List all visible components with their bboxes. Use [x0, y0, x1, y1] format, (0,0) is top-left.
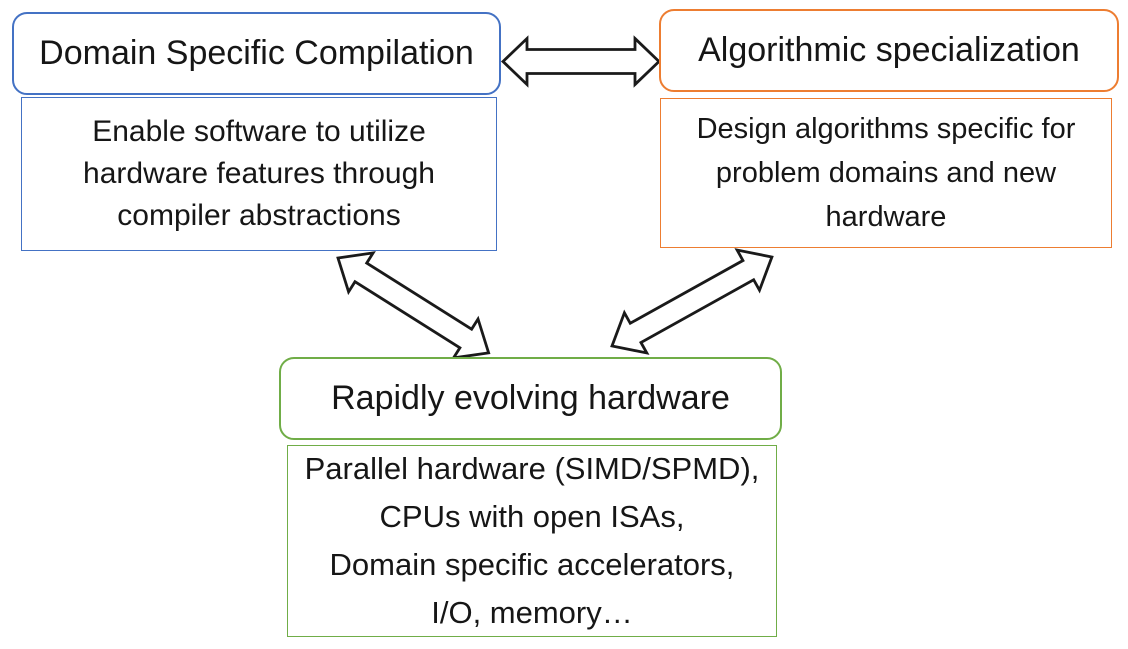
- node-description-text: Parallel hardware (SIMD/SPMD), CPUs with…: [304, 451, 760, 630]
- double-arrow-right-diagonal-icon: [610, 248, 774, 355]
- node-description-text: Enable software to utilize hardware feat…: [83, 115, 435, 232]
- double-arrow-horizontal-icon: [500, 35, 662, 88]
- node-title-algorithmic-specialization: Algorithmic specialization: [659, 9, 1119, 92]
- node-description-rapidly-evolving-hardware: Parallel hardware (SIMD/SPMD), CPUs with…: [287, 445, 777, 637]
- node-title-text: Algorithmic specialization: [698, 31, 1080, 69]
- node-description-text: Design algorithms specific for problem d…: [696, 113, 1076, 233]
- node-title-text: Rapidly evolving hardware: [331, 379, 730, 417]
- node-title-domain-specific-compilation: Domain Specific Compilation: [12, 12, 501, 95]
- node-title-text: Domain Specific Compilation: [39, 34, 474, 72]
- double-arrow-left-diagonal-icon: [336, 251, 491, 360]
- node-description-domain-specific-compilation: Enable software to utilize hardware feat…: [21, 97, 497, 251]
- node-title-rapidly-evolving-hardware: Rapidly evolving hardware: [279, 357, 782, 440]
- node-description-algorithmic-specialization: Design algorithms specific for problem d…: [660, 98, 1112, 248]
